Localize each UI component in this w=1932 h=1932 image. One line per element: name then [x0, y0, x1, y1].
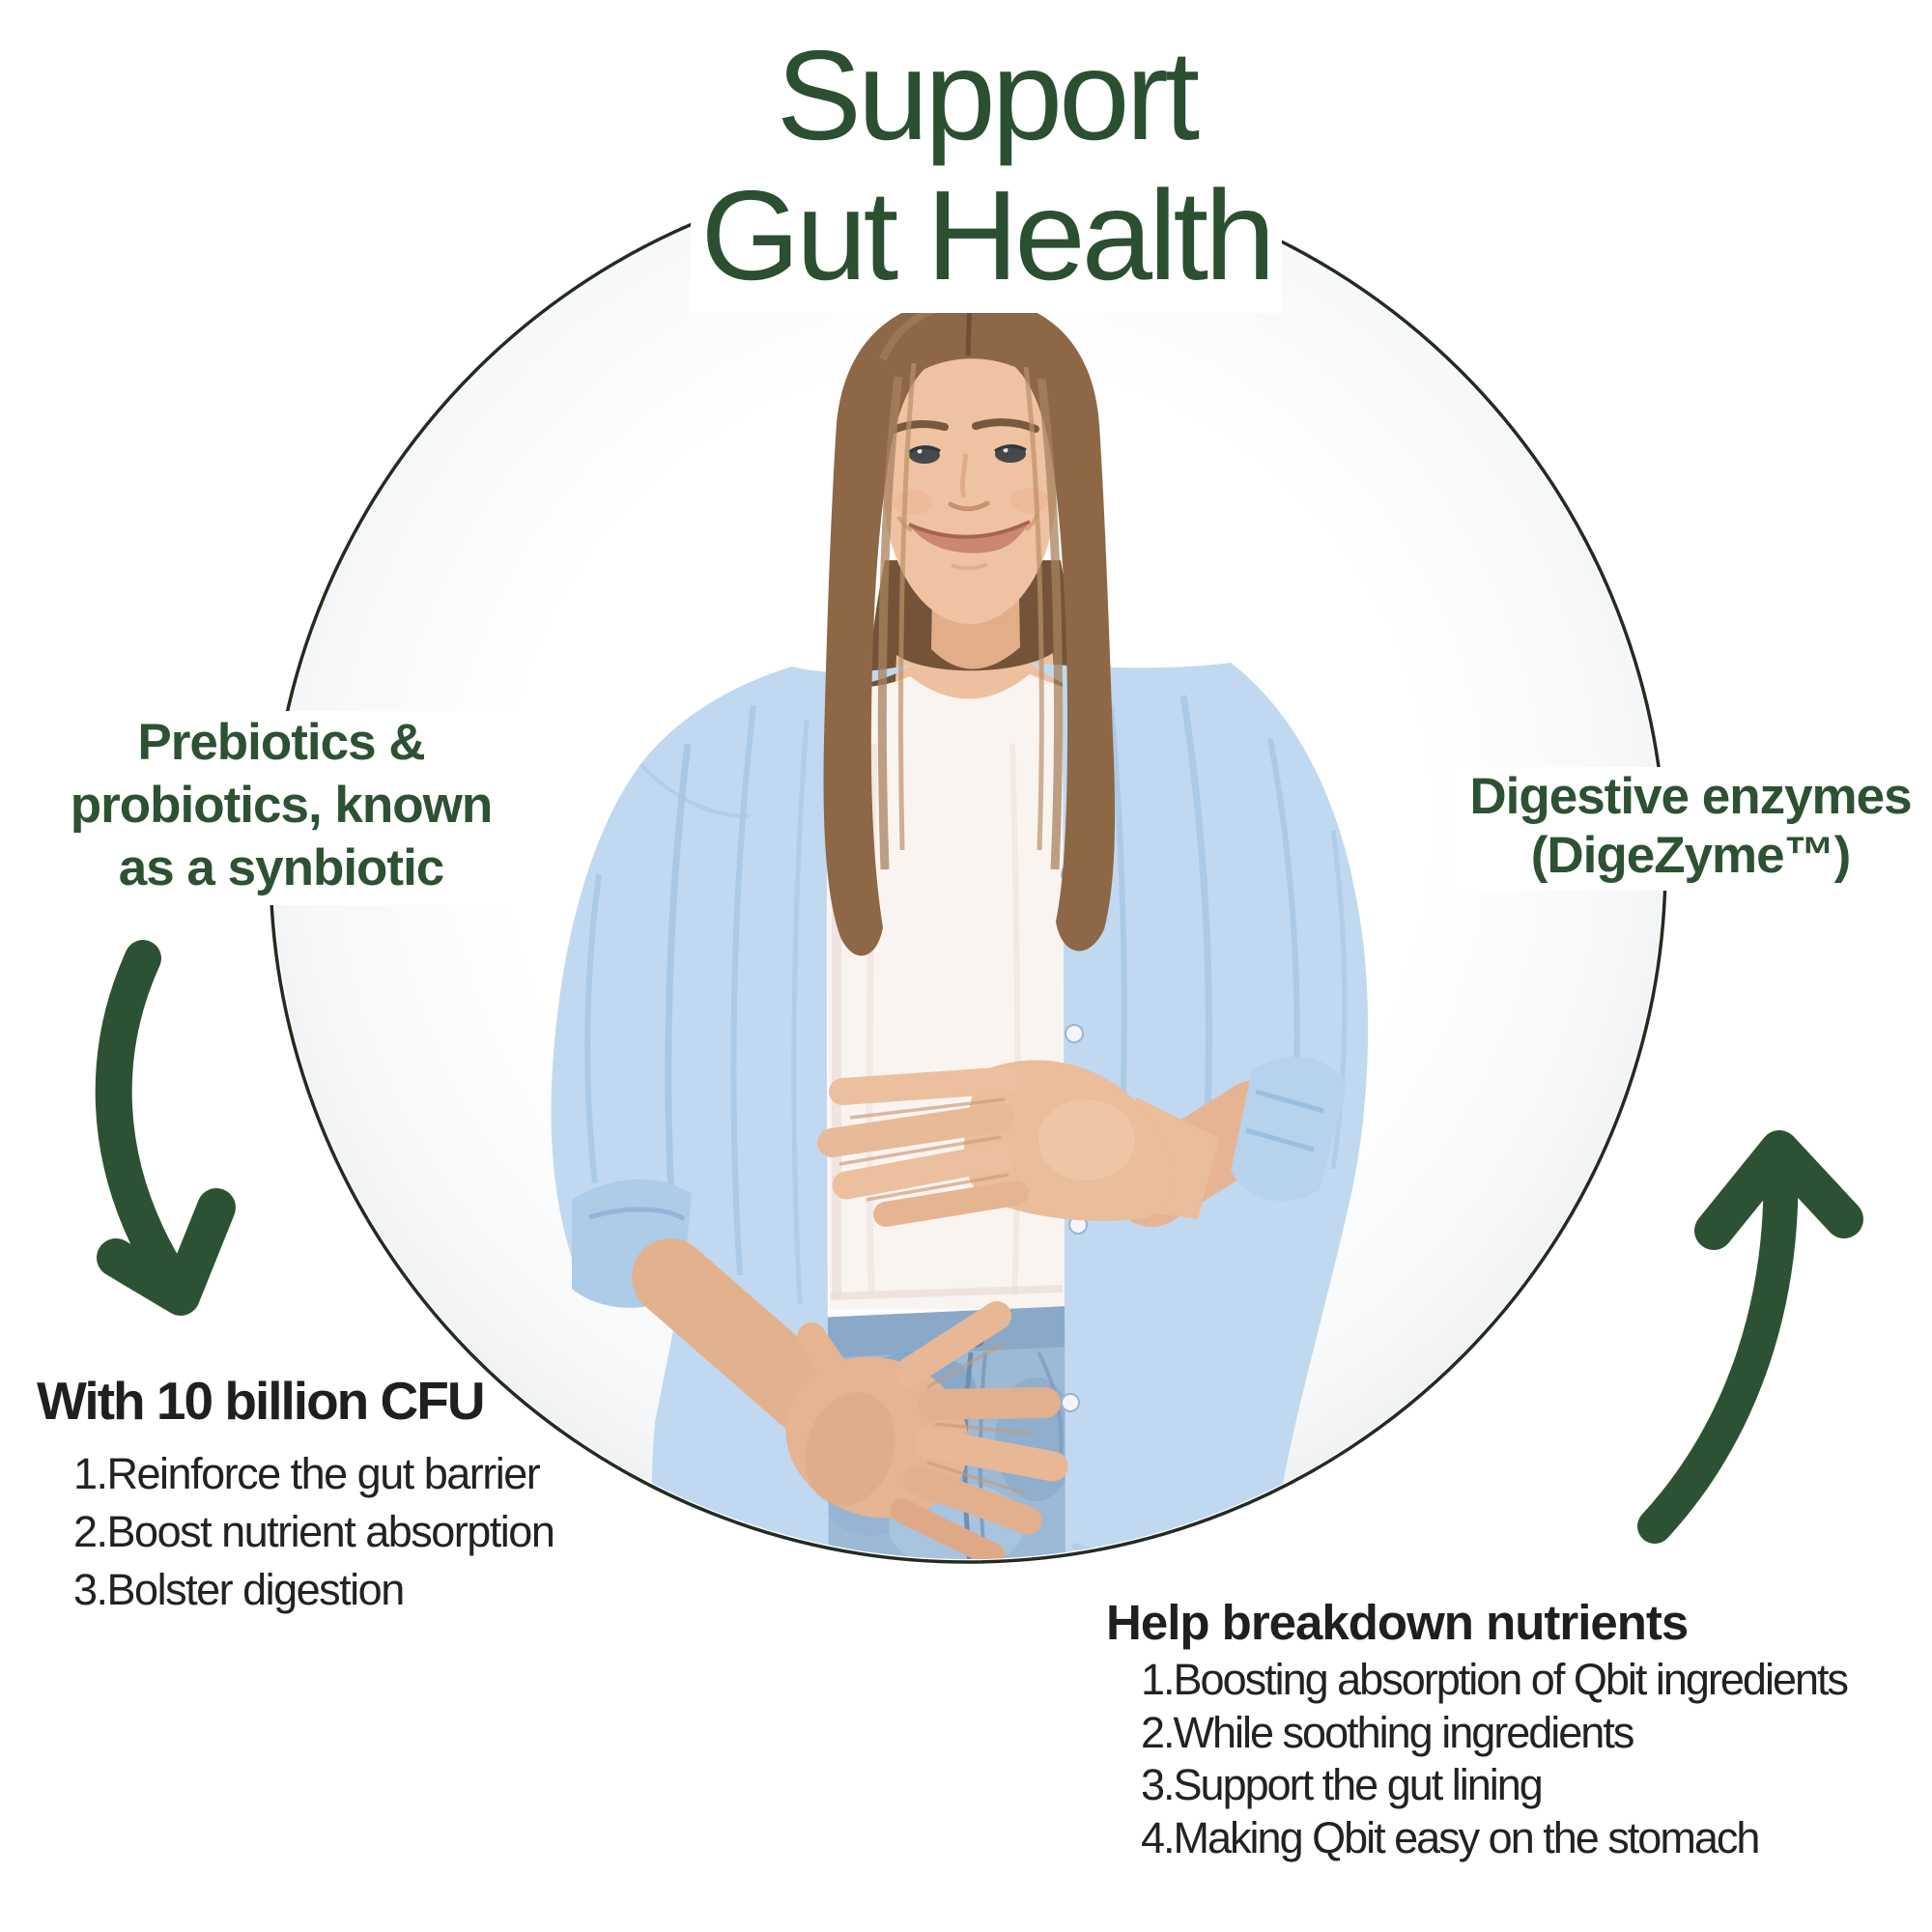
right-forearm [632, 1238, 844, 1434]
benefits-right-list: 1.Boosting absorption of Qbit ingredient… [1141, 1654, 1849, 1864]
list-item: 3.Bolster digestion [73, 1565, 405, 1614]
title-line-1: Support [776, 24, 1200, 166]
callout-line: (DigeZyme™) [1530, 827, 1852, 884]
list-item: 2.Boost nutrient absorption [73, 1507, 555, 1556]
callout-line: probiotics, known [70, 777, 493, 834]
callout-synbiotic: Prebiotics & probiotics, known as a synb… [40, 711, 523, 905]
benefits-left-list: 1.Reinforce the gut barrier 2.Boost nutr… [73, 1445, 555, 1619]
benefits-right-heading: Help breakdown nutrients [1106, 1595, 1689, 1650]
callout-line: Digestive enzymes [1469, 768, 1912, 825]
callout-digestive-enzymes: Digestive enzymes (DigeZyme™) [1451, 767, 1930, 891]
shirt-button [1061, 1393, 1080, 1412]
title-line-2: Gut Health [700, 164, 1276, 306]
shirt-button [1065, 1024, 1084, 1043]
list-item: 1.Reinforce the gut barrier [73, 1449, 541, 1498]
list-item: 3.Support the gut lining [1141, 1760, 1544, 1809]
callout-line: as a synbiotic [118, 839, 445, 896]
eye [995, 445, 1026, 463]
list-item: 4.Making Qbit easy on the stomach [1141, 1812, 1760, 1862]
benefits-left-heading: With 10 billion CFU [37, 1371, 486, 1431]
woman-photo [551, 298, 1369, 1559]
nose [948, 500, 990, 512]
face [883, 342, 1057, 624]
mouth [909, 522, 1030, 554]
hair-front [823, 298, 1116, 956]
callout-line: Prebiotics & [137, 714, 425, 771]
curved-arrow-up-icon [1637, 1130, 1863, 1544]
curved-arrow-down-icon [95, 940, 236, 1316]
eye [909, 446, 940, 464]
list-item: 2.While soothing ingredients [1141, 1707, 1634, 1757]
page-title: Support Gut Health [691, 25, 1282, 313]
list-item: 1.Boosting absorption of Qbit ingredient… [1141, 1655, 1849, 1704]
